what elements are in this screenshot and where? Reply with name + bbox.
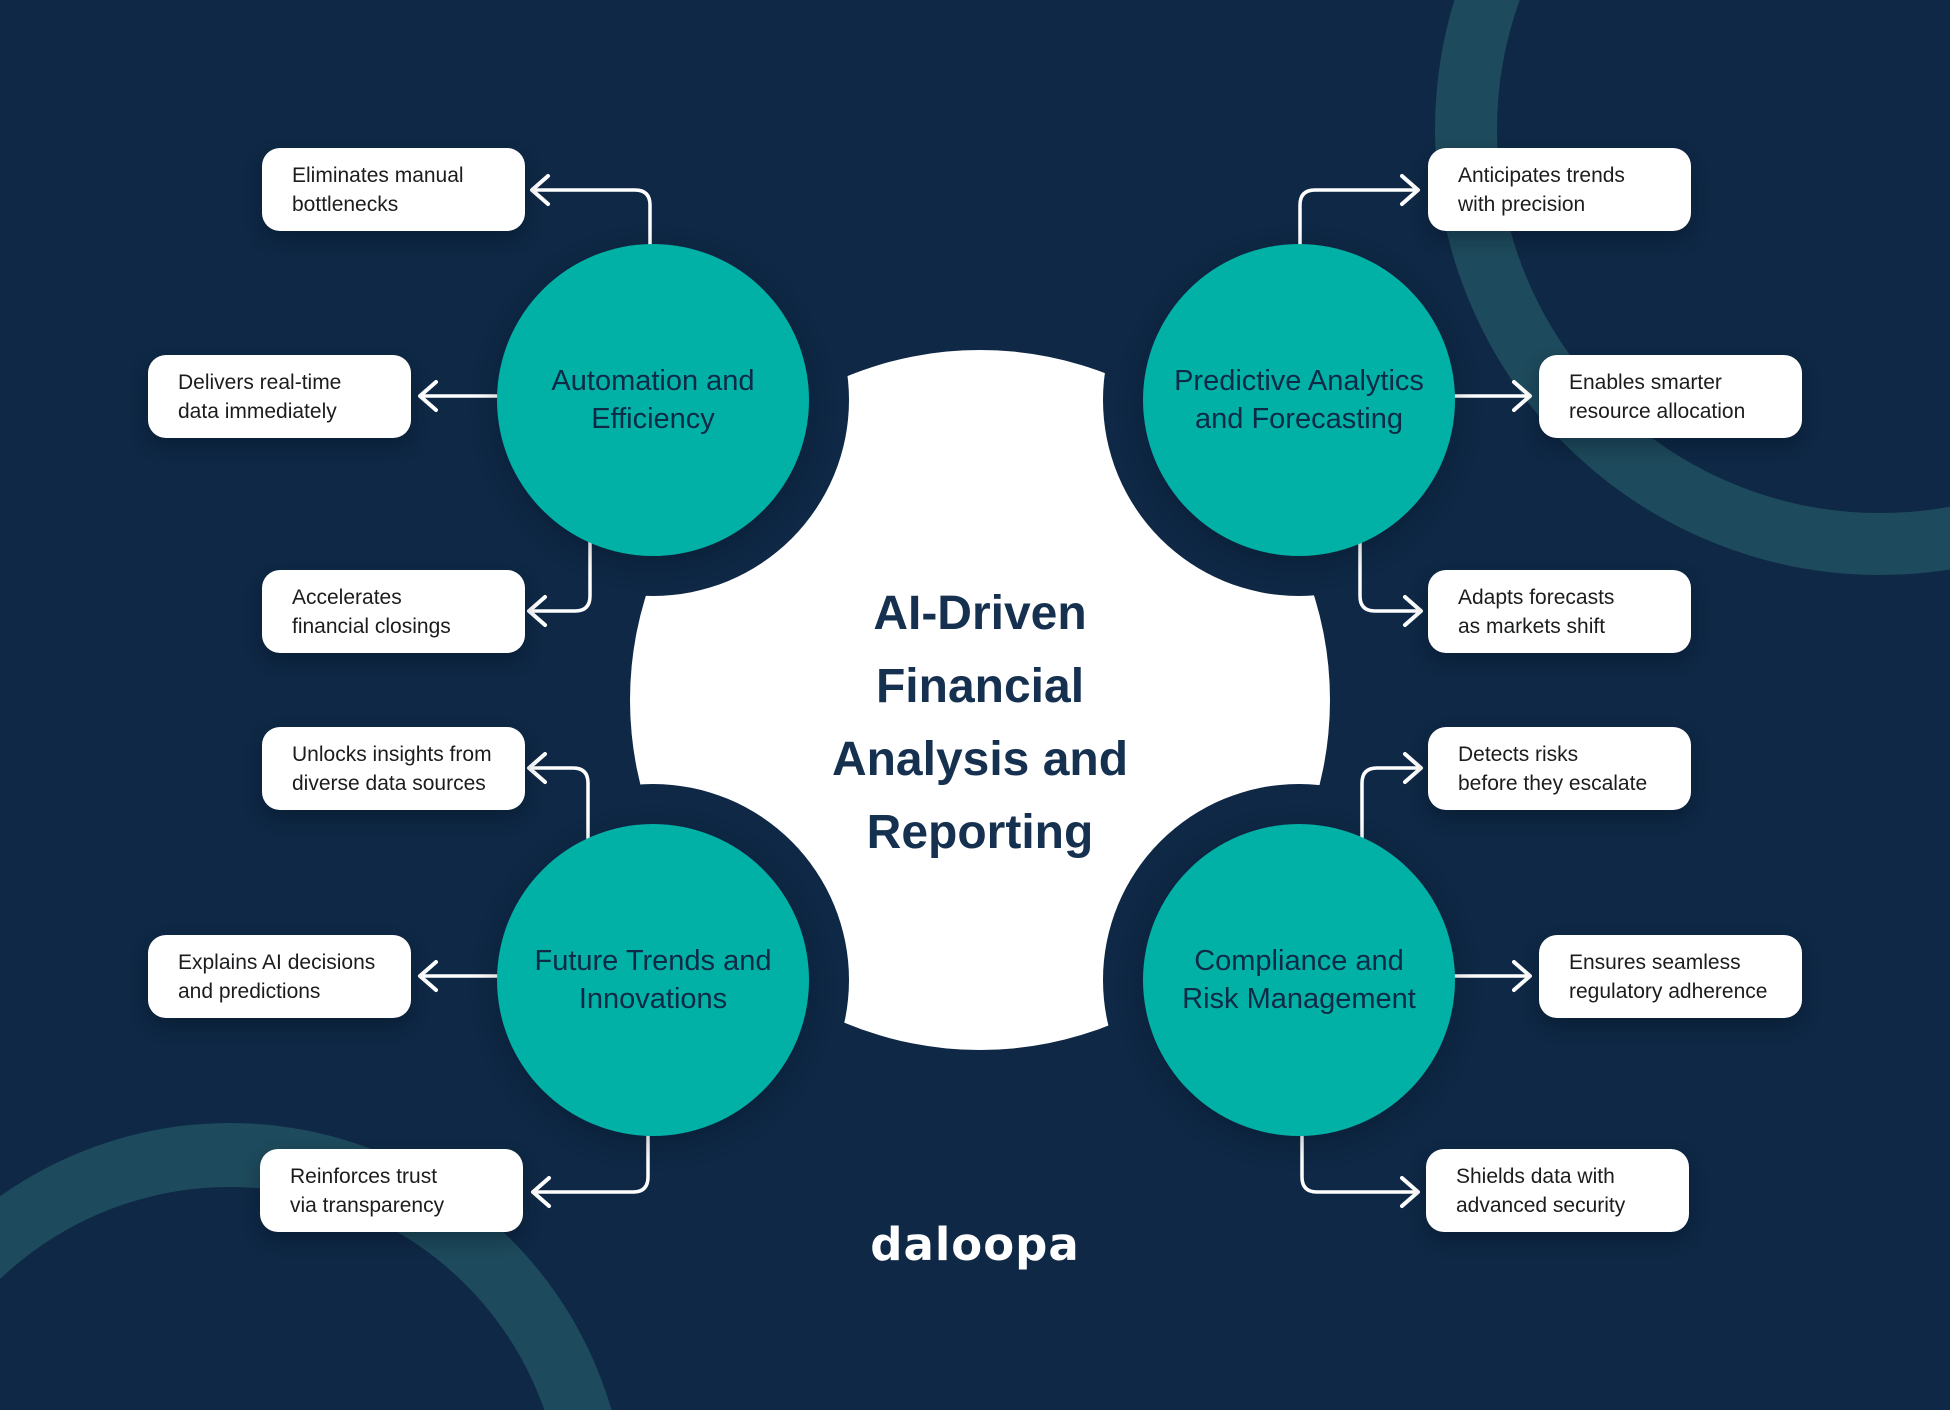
callout-text: advanced security — [1456, 1193, 1626, 1217]
callout-text: as markets shift — [1458, 614, 1606, 638]
callout-text: Accelerates — [292, 585, 402, 609]
connector-compliance-bottom — [1300, 1135, 1420, 1208]
callout-eliminates-manual-bottlenecks: Eliminates manual bottlenecks — [262, 148, 525, 231]
callout-text: Enables smarter — [1569, 370, 1722, 394]
connector-compliance-top — [1360, 752, 1423, 841]
callout-explains-ai-decisions: Explains AI decisions and predictions — [148, 935, 411, 1018]
connector-automation-bottom — [527, 539, 592, 627]
node-label: Efficiency — [591, 403, 715, 435]
callout-delivers-real-time-data: Delivers real-time data immediately — [148, 355, 411, 438]
callout-anticipates-trends: Anticipates trends with precision — [1428, 148, 1691, 231]
callout-text: Anticipates trends — [1458, 163, 1625, 187]
central-circle — [630, 350, 1330, 1050]
callout-text: Explains AI decisions — [178, 950, 376, 974]
connector-predictive-middle — [1451, 380, 1532, 412]
node-label: and Forecasting — [1195, 403, 1403, 435]
callout-text: Detects risks — [1458, 742, 1579, 766]
callout-text: bottlenecks — [292, 192, 399, 216]
callout-text: diverse data sources — [292, 771, 486, 795]
page-title-line: Financial — [875, 660, 1085, 713]
callout-adapts-forecasts: Adapts forecasts as markets shift — [1428, 570, 1691, 653]
callout-detects-risks: Detects risks before they escalate — [1428, 727, 1691, 810]
callout-ensures-regulatory-adherence: Ensures seamless regulatory adherence — [1539, 935, 1802, 1018]
node-label: Compliance and — [1194, 945, 1404, 977]
callout-text: via transparency — [290, 1193, 445, 1217]
callout-text: with precision — [1458, 192, 1586, 216]
callout-reinforces-trust: Reinforces trust via transparency — [260, 1149, 523, 1232]
node-label: Innovations — [578, 983, 728, 1015]
callout-text: financial closings — [292, 614, 451, 638]
connector-future-top — [527, 752, 590, 841]
callout-text: Shields data with — [1456, 1164, 1615, 1188]
page-title-line: Reporting — [866, 806, 1094, 859]
page-title-line: Analysis and — [831, 733, 1129, 786]
page-title: AI-Driven Financial Analysis and Reporti… — [630, 577, 1330, 869]
node-circle-automation-and-efficiency: Automation and Efficiency — [497, 244, 809, 556]
node-circle-compliance-and-risk-management: Compliance and Risk Management — [1143, 824, 1455, 1136]
page-title-line: AI-Driven — [873, 587, 1087, 640]
connector-predictive-top — [1298, 174, 1420, 249]
connector-compliance-middle — [1451, 960, 1532, 992]
callout-text: Adapts forecasts — [1458, 585, 1615, 609]
callout-text: Eliminates manual — [292, 163, 464, 187]
callout-enables-smarter-resource-allocation: Enables smarter resource allocation — [1539, 355, 1802, 438]
callout-shields-data: Shields data with advanced security — [1426, 1149, 1689, 1232]
callout-text: data immediately — [178, 399, 337, 423]
connector-future-middle — [418, 960, 499, 992]
node-label: Predictive Analytics — [1174, 365, 1424, 397]
callout-text: resource allocation — [1569, 399, 1746, 423]
callout-unlocks-insights: Unlocks insights from diverse data sourc… — [262, 727, 525, 810]
node-label: Risk Management — [1182, 983, 1416, 1015]
connector-future-bottom — [531, 1135, 650, 1208]
callout-text: regulatory adherence — [1569, 979, 1768, 1003]
callout-text: Reinforces trust — [290, 1164, 438, 1188]
callout-text: Delivers real-time — [178, 370, 342, 394]
callout-text: Ensures seamless — [1569, 950, 1741, 974]
node-label: Automation and — [551, 365, 755, 397]
daloopa-logo: daloopa — [870, 1218, 1080, 1271]
node-circle-future-trends-and-innovations: Future Trends and Innovations — [497, 824, 809, 1136]
node-label: Future Trends and — [534, 945, 772, 977]
callout-accelerates-financial-closings: Accelerates financial closings — [262, 570, 525, 653]
callout-text: and predictions — [178, 979, 321, 1003]
connector-automation-top — [530, 174, 652, 249]
callout-text: Unlocks insights from — [292, 742, 492, 766]
callout-text: before they escalate — [1458, 771, 1648, 795]
node-circle-predictive-analytics-and-forecasting: Predictive Analytics and Forecasting — [1143, 244, 1455, 556]
decorative-ring-top-right — [1435, 0, 1950, 575]
decorative-ring-bottom-left — [0, 1123, 612, 1410]
connector-predictive-bottom — [1358, 539, 1423, 627]
connector-automation-middle — [418, 380, 499, 412]
